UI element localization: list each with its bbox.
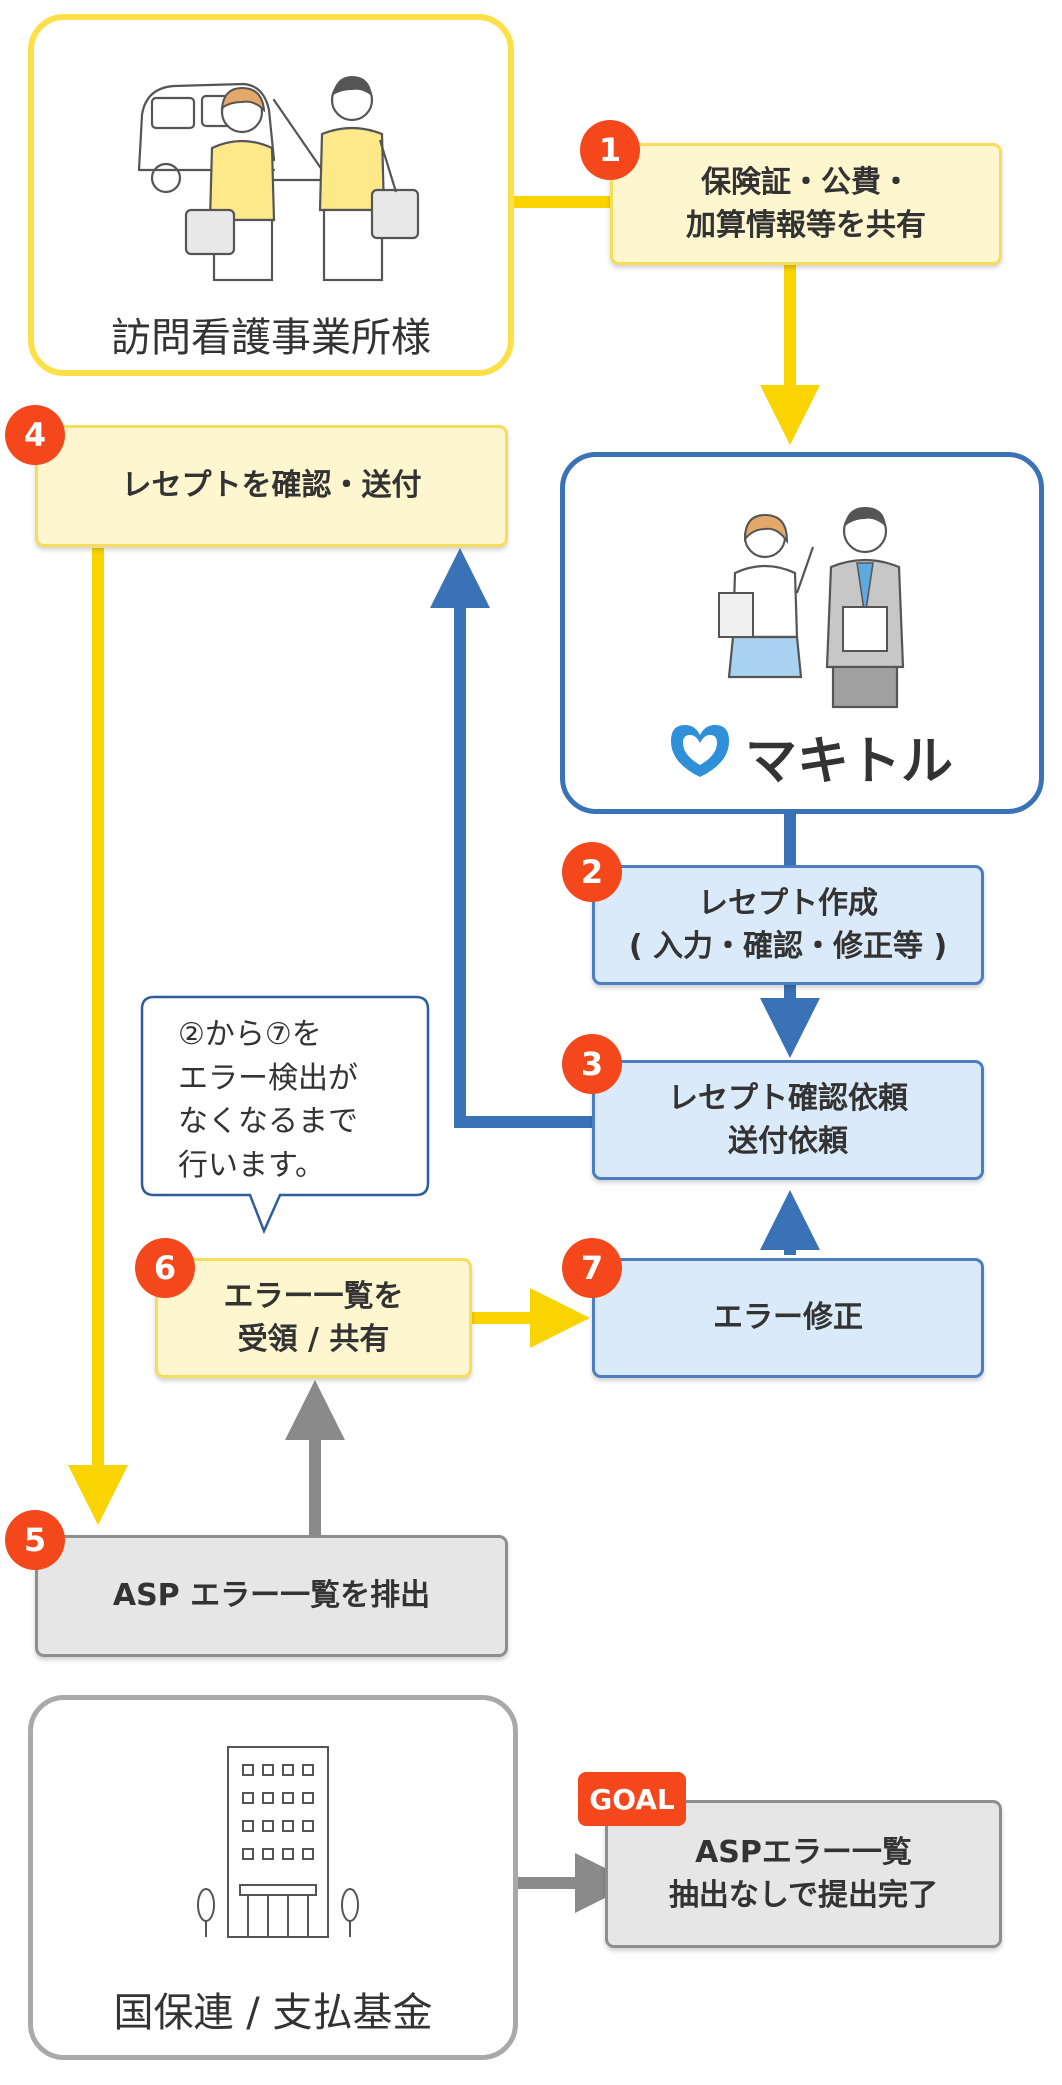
goal-line1: ASPエラー一覧	[695, 1834, 912, 1870]
step7-fix-errors: エラー修正	[592, 1258, 984, 1378]
note-line1: ②から⑦を	[178, 1017, 322, 1052]
goal-line2: 抽出なしで提出完了	[668, 1878, 939, 1913]
step6-badge: 6	[135, 1238, 195, 1298]
visiting-nurse-station-card: 訪問看護事業所様	[28, 14, 514, 376]
arrow-step3-to-step4	[430, 548, 592, 1128]
goal-badge: GOAL	[578, 1772, 686, 1826]
station-label: 訪問看護事業所様	[111, 315, 431, 361]
note-line3: なくなるまで	[178, 1104, 358, 1139]
step4-badge: 4	[5, 405, 65, 465]
makitoru-logo-text: マキトル	[745, 732, 954, 792]
makitoru-logo-icon	[671, 725, 729, 777]
step5-badge: 5	[5, 1510, 65, 1570]
step5-line1: ASP エラー一覧を排出	[112, 1578, 431, 1614]
step1-line1: 保険証・公費・	[701, 164, 911, 200]
step4-confirm-send-receipt: レセプトを確認・送付	[35, 425, 508, 547]
nurses-with-car-illustration	[137, 76, 420, 282]
step3-request-confirm-send: レセプト確認依頼 送付依頼	[592, 1060, 984, 1180]
step7-badge: 7	[562, 1238, 622, 1298]
step6-line1: エラー一覧を	[223, 1278, 404, 1314]
office-building-icon	[197, 1746, 359, 1938]
step5-output-asp-error-list: ASP エラー一覧を排出	[35, 1535, 508, 1657]
staff-presenting-illustration	[718, 507, 905, 709]
step3-line1: レセプト確認依頼	[668, 1080, 908, 1116]
federation-fund-card: 国保連 / 支払基金	[28, 1695, 518, 2060]
step6-line2: 受領 / 共有	[237, 1322, 390, 1357]
step3-badge: 3	[562, 1034, 622, 1094]
step6-receive-error-list: エラー一覧を 受領 / 共有	[155, 1258, 472, 1378]
step1-line2: 加算情報等を共有	[686, 208, 926, 243]
step2-line2: ( 入力・確認・修正等 )	[628, 929, 948, 964]
makitoru-card: マキトル	[560, 452, 1044, 814]
step1-share-insurance-card: 保険証・公費・ 加算情報等を共有	[610, 143, 1002, 265]
step2-line1: レセプト作成	[698, 885, 878, 921]
step1-badge: 1	[580, 120, 640, 180]
note-speech-bubble	[140, 995, 430, 1235]
step2-create-receipt: レセプト作成 ( 入力・確認・修正等 )	[592, 865, 984, 985]
step4-line1: レセプトを確認・送付	[121, 468, 422, 504]
step2-badge: 2	[562, 842, 622, 902]
note-line4: 行います。	[178, 1147, 325, 1183]
note-line2: エラー検出が	[178, 1060, 358, 1096]
note-text: ②から⑦を エラー検出が なくなるまで 行います。	[178, 1013, 418, 1187]
step3-line2: 送付依頼	[728, 1124, 848, 1159]
step7-line1: エラー修正	[713, 1300, 863, 1336]
federation-label: 国保連 / 支払基金	[113, 1990, 433, 2036]
